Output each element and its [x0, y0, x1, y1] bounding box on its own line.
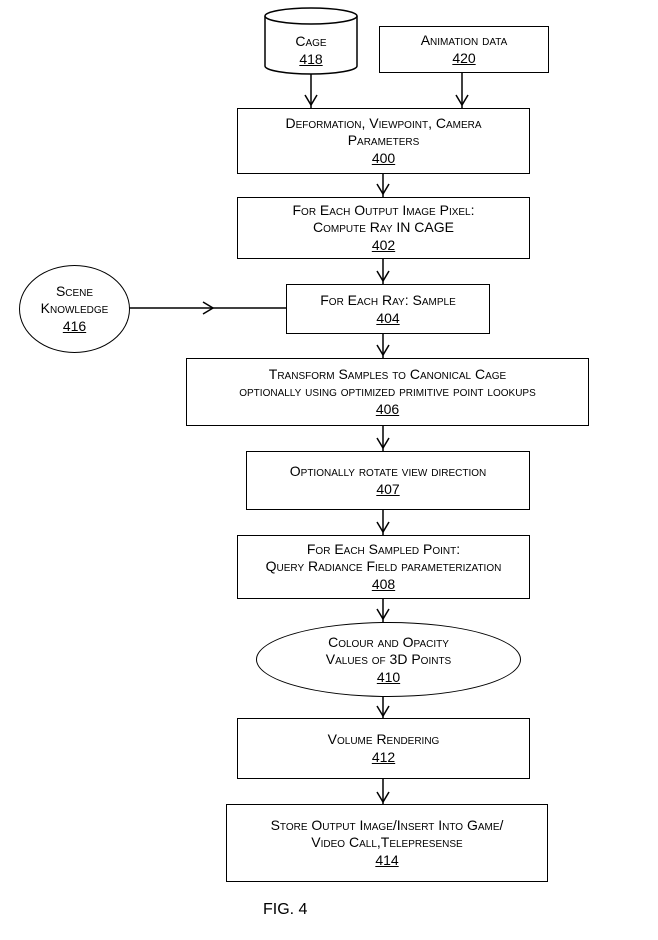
- node-sample-ref: 404: [376, 309, 400, 326]
- node-colour-ref: 410: [376, 668, 401, 685]
- node-rotate-view: Optionally rotate view direction 407: [246, 451, 530, 510]
- node-query-line1: For Each Sampled Point:: [306, 541, 461, 557]
- arrowhead-transform: [376, 437, 390, 450]
- arrowhead-query: [376, 608, 390, 621]
- node-transform-line2: optionally using optimized primitive poi…: [239, 383, 536, 399]
- node-deformation-ref: 400: [371, 150, 396, 166]
- node-transform-ref: 406: [375, 401, 400, 417]
- node-store-output: Store Output Image/Insert Into Game/ Vid…: [226, 804, 548, 882]
- node-colour-line2: Values of 3D Points: [325, 650, 452, 667]
- node-rotate-ref: 407: [376, 481, 400, 497]
- arrowhead-colour: [376, 705, 390, 718]
- node-computeray-line2: Compute Ray IN CAGE: [313, 219, 454, 235]
- node-volume-label: Volume Rendering: [327, 731, 440, 747]
- node-volume-rendering: Volume Rendering 412: [237, 718, 530, 779]
- node-store-line1: Store Output Image/Insert Into Game/: [270, 817, 504, 833]
- node-cage-label: Cage: [295, 33, 327, 49]
- arrowhead-deformation: [376, 183, 390, 196]
- arrowhead-cage: [304, 94, 318, 107]
- arrowhead-scene: [202, 301, 215, 315]
- node-computeray-line1: For Each Output Image Pixel:: [292, 202, 475, 218]
- node-scene-knowledge: Scene Knowledge 416: [19, 265, 130, 353]
- figure-label: FIG. 4: [263, 901, 308, 918]
- node-volume-ref: 412: [371, 749, 396, 765]
- node-animation-ref: 420: [452, 50, 476, 66]
- node-scene-line1: Scene: [55, 283, 94, 299]
- arrowhead-rotate: [376, 521, 390, 534]
- cage-cylinder-shape: [264, 7, 358, 75]
- arrowhead-computeray: [376, 270, 390, 283]
- node-rotate-label: Optionally rotate view direction: [289, 463, 487, 479]
- node-compute-ray: For Each Output Image Pixel: Compute Ray…: [237, 197, 530, 259]
- arrowhead-volume: [376, 791, 390, 804]
- node-animation-data: Animation data 420: [379, 26, 549, 73]
- node-scene-ref: 416: [62, 318, 87, 334]
- node-colour-opacity: Colour and Opacity Values of 3D Points 4…: [256, 622, 521, 697]
- node-scene-line2: Knowledge: [40, 300, 109, 316]
- node-cage: Cage 418: [265, 8, 357, 76]
- node-query-radiance: For Each Sampled Point: Query Radiance F…: [237, 535, 530, 599]
- node-animation-label: Animation data: [420, 32, 508, 48]
- node-store-line2: Video Call,Telepresense: [311, 834, 463, 850]
- node-transform-samples: Transform Samples to Canonical Cage opti…: [186, 358, 589, 426]
- arrowhead-sample: [376, 344, 390, 357]
- node-colour-line1: Colour and Opacity: [328, 633, 449, 650]
- node-transform-line1: Transform Samples to Canonical Cage: [268, 366, 507, 382]
- node-deformation-line2: Parameters: [347, 132, 420, 148]
- node-query-ref: 408: [371, 576, 396, 592]
- arrowhead-animation: [455, 94, 469, 107]
- node-deformation-parameters: Deformation, Viewpoint, Camera Parameter…: [237, 108, 530, 174]
- node-deformation-line1: Deformation, Viewpoint, Camera: [285, 115, 482, 131]
- node-sample-label: For Each Ray: Sample: [320, 291, 456, 308]
- node-store-ref: 414: [375, 852, 399, 868]
- node-sample: For Each Ray: Sample 404: [286, 284, 490, 334]
- node-query-line2: Query Radiance Field parameterization: [265, 558, 502, 574]
- node-cage-ref: 418: [299, 51, 323, 67]
- node-computeray-ref: 402: [371, 237, 396, 253]
